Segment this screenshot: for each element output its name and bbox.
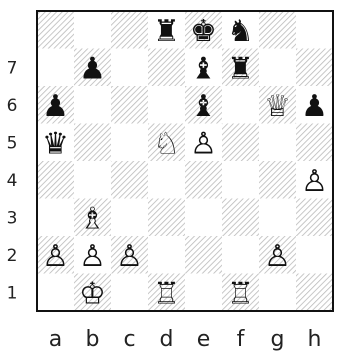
square-e3 [185,199,222,237]
square-h5 [296,124,333,162]
file-label-c: c [123,327,135,352]
square-a3 [37,199,74,237]
square-a7 [37,49,74,87]
square-a4 [37,161,74,199]
square-b5 [74,124,111,162]
rank-label-7: 7 [7,58,18,78]
rank-label-6: 6 [7,96,18,116]
file-label-a: a [49,327,62,352]
square-d7 [148,49,185,87]
white-rook-f1: ♖ [227,276,254,311]
square-e1 [185,274,222,312]
square-d3 [148,199,185,237]
white-pawn-a2: ♙ [42,239,69,274]
square-h2 [296,236,333,274]
square-g5 [259,124,296,162]
file-label-d: d [160,327,174,352]
square-e4 [185,161,222,199]
square-f4 [222,161,259,199]
rank-labels: 7 6 5 4 3 2 1 [7,58,18,303]
square-c5 [111,124,148,162]
black-king-e8: ♚ [190,14,217,49]
square-g4 [259,161,296,199]
square-c3 [111,199,148,237]
black-pawn-h6: ♟ [301,89,328,124]
white-pawn-b2: ♙ [79,239,106,274]
square-g7 [259,49,296,87]
white-pawn-h4: ♙ [301,164,328,199]
black-queen-a5: ♛ [42,126,69,161]
file-label-e: e [197,327,211,352]
square-h8 [296,11,333,49]
white-knight-d5: ♘ [153,126,180,161]
rank-label-4: 4 [7,171,18,191]
file-label-b: b [86,327,100,352]
black-knight-f8: ♞ [227,14,254,49]
rank-label-5: 5 [7,133,18,153]
square-g3 [259,199,296,237]
square-c6 [111,86,148,124]
square-e2 [185,236,222,274]
square-f2 [222,236,259,274]
square-b4 [74,161,111,199]
square-d2 [148,236,185,274]
square-a1 [37,274,74,312]
white-pawn-e5: ♙ [190,126,217,161]
file-label-g: g [271,327,285,352]
square-h1 [296,274,333,312]
square-c1 [111,274,148,312]
square-g8 [259,11,296,49]
black-bishop-e7: ♝ [190,51,217,86]
file-label-f: f [237,327,246,352]
white-pawn-c2: ♙ [116,239,143,274]
black-bishop-e6: ♝ [190,89,217,124]
square-f5 [222,124,259,162]
white-king-b1: ♔ [79,276,106,311]
square-h7 [296,49,333,87]
rank-label-1: 1 [7,283,18,303]
rank-label-3: 3 [7,208,18,228]
white-rook-d1: ♖ [153,276,180,311]
square-d4 [148,161,185,199]
square-c8 [111,11,148,49]
square-g1 [259,274,296,312]
rank-label-2: 2 [7,246,18,266]
square-a8 [37,11,74,49]
square-f3 [222,199,259,237]
square-b6 [74,86,111,124]
square-c4 [111,161,148,199]
black-pawn-a6: ♟ [42,89,69,124]
square-b8 [74,11,111,49]
black-pawn-b7: ♟ [79,51,106,86]
square-c7 [111,49,148,87]
white-bishop-b3: ♗ [79,201,106,236]
file-label-h: h [308,327,322,352]
white-pawn-g2: ♙ [264,239,291,274]
square-h3 [296,199,333,237]
square-f6 [222,86,259,124]
black-rook-f7: ♜ [227,51,254,86]
square-d6 [148,86,185,124]
white-queen-g6: ♕ [264,89,291,124]
black-rook-d8: ♜ [153,14,180,49]
